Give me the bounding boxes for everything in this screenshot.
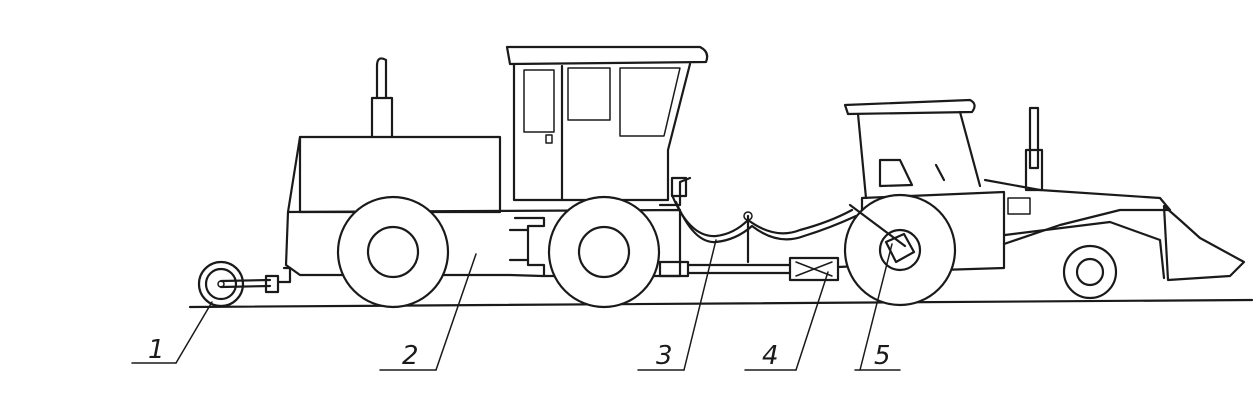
callout-3: 3 — [656, 341, 673, 371]
ground-line — [188, 298, 1254, 309]
hose-connection — [670, 193, 858, 264]
callout-leaders — [131, 239, 901, 371]
callout-4: 4 — [762, 341, 779, 371]
callout-5: 5 — [874, 341, 891, 371]
roller-wheel — [197, 260, 292, 308]
tow-bar — [658, 256, 862, 282]
callout-2: 2 — [402, 341, 419, 371]
main-tractor — [284, 45, 709, 309]
callout-1: 1 — [148, 335, 165, 365]
loader-tractor — [843, 98, 1246, 307]
